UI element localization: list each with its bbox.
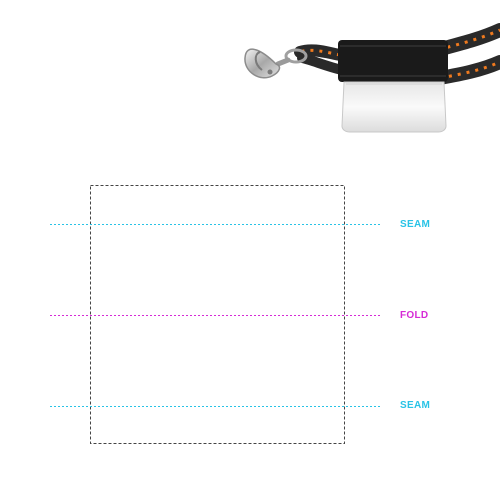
seam-label-bottom: SEAM	[400, 400, 431, 411]
lanyard-illustration	[244, 23, 500, 133]
fold-label: FOLD	[400, 310, 429, 321]
fabric-sleeve	[338, 40, 448, 82]
template-boundary	[90, 185, 345, 444]
printable-tag	[341, 81, 447, 133]
lobster-clip-hook	[244, 48, 308, 79]
seam-label-top: SEAM	[400, 219, 431, 230]
